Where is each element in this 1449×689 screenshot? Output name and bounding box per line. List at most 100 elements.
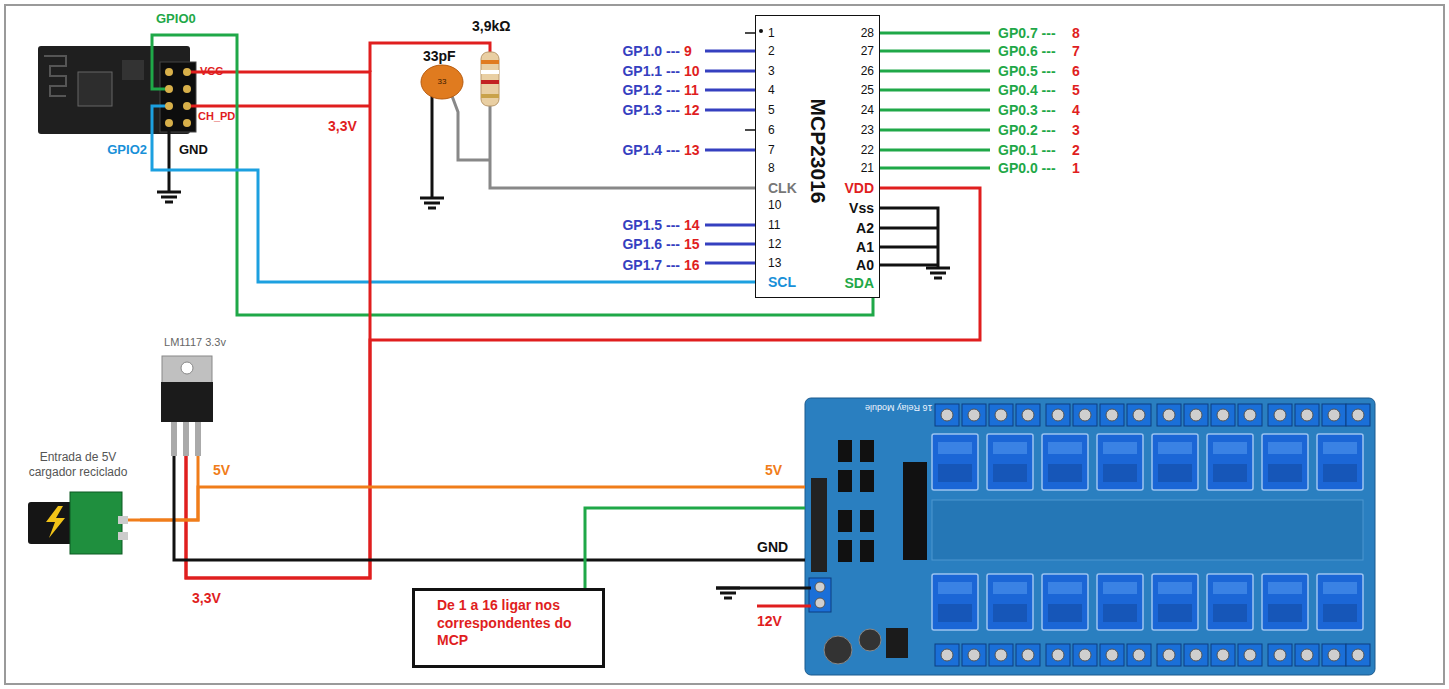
wire (140, 456, 198, 520)
terminal (1295, 404, 1319, 426)
wire (140, 487, 805, 520)
note-text: De 1 a 16 ligar nos correspondentes do M… (437, 597, 592, 650)
port-pin-name: GP1.1 --- (622, 63, 680, 80)
chip-pin-label: CLK (768, 180, 797, 197)
board-name: 16 Relay Module (865, 401, 933, 412)
chip-pin-label: 11 (768, 218, 780, 232)
channel-number: 6 (1072, 63, 1080, 80)
esp-pins (165, 68, 191, 127)
component-value: 3,9kΩ (472, 18, 510, 35)
terminal (1157, 404, 1181, 426)
voltage-label: 3,3V (328, 118, 357, 135)
port-pin-name: GP1.6 --- (622, 236, 680, 253)
regulator-body (161, 382, 213, 422)
channel-number: 9 (684, 43, 692, 60)
terminal (1184, 644, 1208, 666)
chip-pin-label: SCL (768, 274, 796, 291)
pin (183, 119, 191, 127)
terminal (935, 644, 959, 666)
voltage-label: 12V (757, 613, 782, 630)
capacitor-wire (452, 96, 490, 160)
jack-wire (128, 519, 140, 522)
channel-number: 10 (684, 63, 700, 80)
power-jack-symbol (28, 492, 128, 554)
port-pin-name: GP0.7 --- (998, 25, 1056, 42)
terminal (1100, 644, 1124, 666)
terminal (1238, 404, 1262, 426)
relay (1207, 434, 1253, 490)
jack-pcb (70, 492, 122, 554)
regulator-pin (195, 422, 201, 456)
terminal (1268, 404, 1292, 426)
terminal (1322, 404, 1346, 426)
chip-pin-label: 28 (861, 26, 874, 40)
ground-symbol (716, 588, 740, 598)
optocoupler (838, 470, 852, 492)
pin1-dot (759, 29, 763, 33)
esp-header (160, 62, 196, 132)
ground-symbol (420, 198, 444, 208)
chip-pin-label: A2 (856, 220, 874, 237)
esp-gnd-wire (168, 123, 171, 192)
terminal (1295, 644, 1319, 666)
ground-symbol (926, 268, 950, 278)
pin-header (811, 478, 827, 572)
voltage-label: GND (757, 539, 788, 556)
channel-number: 2 (1072, 142, 1080, 159)
screw (815, 582, 825, 592)
port-pin-name: GP1.2 --- (622, 82, 680, 99)
relay-12v-wire (757, 605, 811, 608)
ground-symbol (157, 192, 181, 202)
pin-name: VCC (200, 65, 223, 79)
channel-number: 14 (684, 217, 700, 234)
esp-pcb (38, 46, 190, 134)
terminal (1100, 404, 1124, 426)
resistor-band (481, 94, 499, 98)
pin-name: CH_PD (198, 110, 235, 124)
pin (183, 68, 191, 76)
pin (183, 102, 191, 110)
terminal (1184, 404, 1208, 426)
relay-middle-strip (932, 500, 1363, 560)
chip-pin-label: 4 (768, 83, 775, 97)
terminal (1127, 644, 1151, 666)
port0-wires (880, 33, 990, 168)
chip-pin-label: 21 (861, 161, 874, 175)
terminal (962, 404, 986, 426)
pin-name: GPIO2 (107, 142, 147, 158)
terminal (1016, 644, 1040, 666)
terminal (1046, 404, 1070, 426)
pin-name: GPIO0 (156, 11, 196, 27)
chip-pin-label: 2 (768, 44, 775, 58)
port-pin-name: GP0.3 --- (998, 102, 1056, 119)
chip-pin-label: 1 (768, 26, 775, 40)
regulator-hole (181, 362, 193, 374)
chip-pin-label: 22 (861, 143, 874, 157)
chip-pin-label: 6 (768, 123, 775, 137)
optocoupler (860, 470, 874, 492)
channel-number: 11 (684, 82, 699, 99)
channel-number: 5 (1072, 82, 1080, 99)
resistor-body (481, 52, 499, 106)
wire (186, 188, 980, 578)
terminal (1211, 404, 1235, 426)
channel-number: 8 (1072, 25, 1080, 42)
pin (183, 85, 191, 93)
capacitor (859, 629, 881, 651)
capacitor-gnd-wire (431, 96, 434, 198)
optocoupler (838, 540, 852, 562)
port-pin-name: GP1.7 --- (622, 257, 680, 274)
chip-pin-label: 12 (768, 237, 781, 251)
gpio0-wire (152, 40, 169, 89)
esp-chip (78, 72, 112, 106)
relay (987, 574, 1033, 630)
chip-pin-label: A1 (856, 239, 874, 256)
channel-number: 4 (1072, 102, 1080, 119)
chip-pin-label: A0 (856, 257, 874, 274)
channel-number: 16 (684, 257, 700, 274)
resistor-band (481, 80, 499, 84)
terminal (935, 404, 959, 426)
optocoupler (860, 510, 874, 532)
terminal (1346, 404, 1370, 426)
esp-antenna (44, 56, 66, 96)
